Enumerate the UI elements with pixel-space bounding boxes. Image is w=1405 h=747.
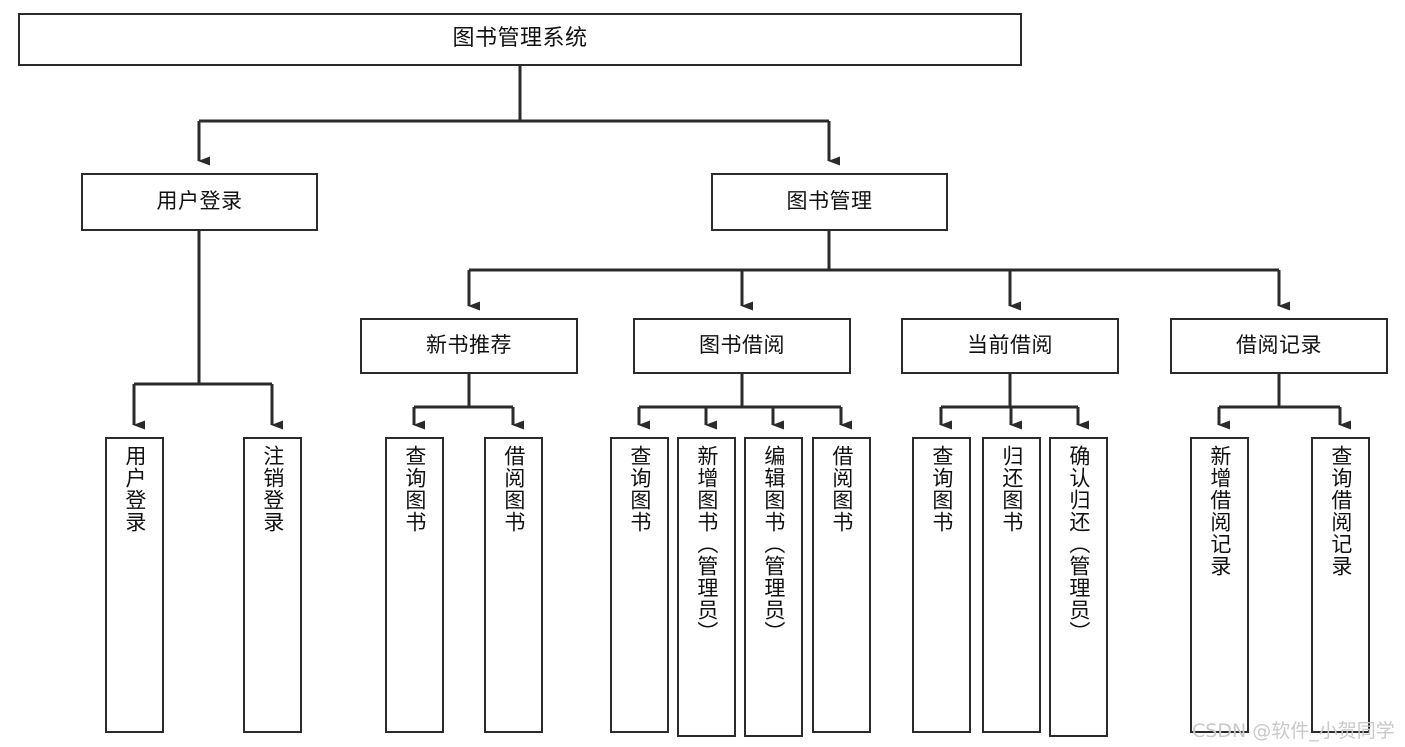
level2-node-0: 用户登录 — [81, 173, 318, 231]
root-node: 图书管理系统 — [18, 13, 1022, 66]
node-label: 注销登录 — [260, 445, 285, 533]
leaf-node-0: 用户登录 — [105, 437, 164, 733]
level3-node-2: 当前借阅 — [901, 318, 1119, 374]
node-label: 用户登录 — [122, 445, 147, 533]
node-label: 借阅记录 — [1236, 333, 1322, 358]
leaf-node-12: 查询借阅记录 — [1311, 437, 1370, 733]
node-label: 编辑图书（管理员） — [761, 445, 786, 643]
level2-node-1: 图书管理 — [711, 173, 948, 231]
leaf-node-2: 查询图书 — [385, 437, 444, 733]
node-label: 图书借阅 — [699, 333, 785, 358]
node-label: 新增借阅记录 — [1207, 445, 1232, 577]
node-label: 确认归还（管理员） — [1066, 445, 1091, 643]
node-label: 查询图书 — [402, 445, 427, 533]
node-label: 图书管理系统 — [452, 26, 588, 52]
leaf-node-10: 确认归还（管理员） — [1049, 437, 1108, 737]
leaf-node-5: 新增图书（管理员） — [677, 437, 736, 737]
node-label: 图书管理 — [786, 189, 873, 214]
node-label: 查询图书 — [627, 445, 652, 533]
node-label: 用户登录 — [156, 189, 243, 214]
node-label: 查询图书 — [929, 445, 954, 533]
node-label: 查询借阅记录 — [1328, 445, 1353, 577]
leaf-node-11: 新增借阅记录 — [1190, 437, 1249, 733]
level3-node-3: 借阅记录 — [1170, 318, 1388, 374]
leaf-node-9: 归还图书 — [982, 437, 1041, 733]
node-label: 当前借阅 — [967, 333, 1053, 358]
watermark-text: CSDN @软件_小贺同学 — [1192, 720, 1395, 742]
node-label: 新书推荐 — [426, 333, 512, 358]
node-label: 借阅图书 — [829, 445, 854, 533]
leaf-node-8: 查询图书 — [912, 437, 971, 733]
leaf-node-3: 借阅图书 — [484, 437, 543, 733]
leaf-node-4: 查询图书 — [610, 437, 669, 733]
level3-node-0: 新书推荐 — [360, 318, 578, 374]
leaf-node-6: 编辑图书（管理员） — [744, 437, 803, 737]
leaf-node-1: 注销登录 — [243, 437, 302, 733]
node-label: 借阅图书 — [501, 445, 526, 533]
node-label: 归还图书 — [999, 445, 1024, 533]
level3-node-1: 图书借阅 — [633, 318, 851, 374]
leaf-node-7: 借阅图书 — [812, 437, 871, 733]
node-label: 新增图书（管理员） — [694, 445, 719, 643]
